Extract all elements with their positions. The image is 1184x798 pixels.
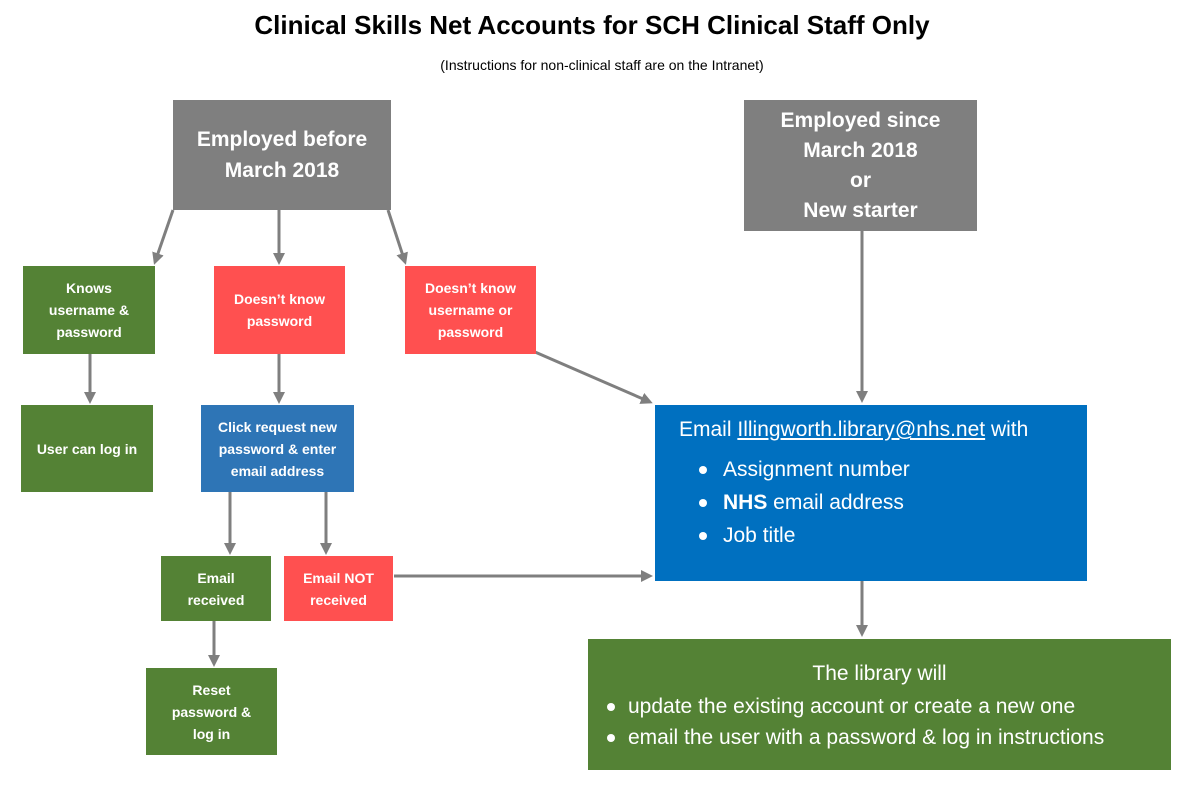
no-username-line: password [437, 324, 504, 340]
request-password-line: Click request new [217, 418, 338, 435]
employed-since-line: or [850, 168, 871, 192]
list-item: update the existing account or create a … [607, 691, 1157, 722]
list-item: Job title [699, 519, 1063, 552]
page-subtitle: (Instructions for non-clinical staff are… [440, 57, 764, 73]
library-action-box: The library will update the existing acc… [588, 639, 1171, 770]
no-username-box: Doesn’t know username or password [405, 266, 536, 354]
email-received-line: Email [197, 569, 235, 586]
arrow-no-username-to-email [534, 350, 653, 404]
employed-before-box: Employed before March 2018 [173, 100, 391, 210]
employed-since-line: Employed since [780, 108, 941, 132]
reset-password-line: Reset [192, 681, 231, 698]
can-log-in-box: User can log in [21, 405, 153, 492]
reset-password-box: Reset password & log in [146, 668, 277, 755]
no-password-line: password [246, 313, 313, 329]
email-suffix: with [990, 418, 1029, 441]
no-password-box: Doesn’t know password [214, 266, 345, 354]
knows-credentials-line: Knows [66, 280, 112, 296]
request-password-box: Click request new password & enter email… [201, 405, 354, 492]
page-title: Clinical Skills Net Accounts for SCH Cli… [254, 10, 930, 40]
list-item: Assignment number [699, 453, 1063, 486]
arrow-before-to-no-username [386, 209, 408, 265]
email-prefix: Email [679, 418, 732, 441]
no-password-line: Doesn’t know [233, 291, 325, 307]
email-not-received-line: Email NOT [303, 569, 374, 586]
library-heading: The library will [812, 662, 947, 685]
no-username-line: Doesn’t know [424, 280, 516, 296]
knows-credentials-line: username & [48, 302, 130, 318]
library-action-list: update the existing account or create a … [602, 691, 1157, 753]
email-not-received-line: received [310, 591, 367, 608]
request-password-line: password & enter [218, 440, 337, 457]
library-email-link[interactable]: Illingworth.library@nhs.net [737, 418, 986, 441]
request-password-line: email address [230, 462, 325, 479]
employed-since-box: Employed since March 2018 or New starter [744, 100, 977, 231]
reset-password-line: password & [171, 703, 252, 720]
email-library-heading: Email Illingworth.library@nhs.net with [679, 415, 1063, 445]
email-received-line: received [187, 591, 245, 608]
employed-before-line: March 2018 [224, 159, 340, 182]
arrow-before-to-knows [152, 209, 175, 265]
employed-since-line: New starter [803, 198, 918, 222]
email-not-received-box: Email NOT received [284, 556, 393, 621]
knows-credentials-line: password [56, 324, 122, 340]
email-library-box: Email Illingworth.library@nhs.net with A… [655, 405, 1087, 581]
can-log-in-text: User can log in [36, 440, 138, 457]
email-required-list: Assignment number NHS email address Job … [679, 453, 1063, 552]
list-item: email the user with a password & log in … [607, 722, 1157, 753]
reset-password-line: log in [192, 725, 231, 742]
employed-since-line: March 2018 [803, 138, 918, 162]
employed-before-line: Employed before [196, 128, 368, 151]
knows-credentials-box: Knows username & password [23, 266, 155, 354]
list-item: NHS email address [699, 486, 1063, 519]
no-username-line: username or [428, 302, 513, 318]
email-received-box: Email received [161, 556, 271, 621]
